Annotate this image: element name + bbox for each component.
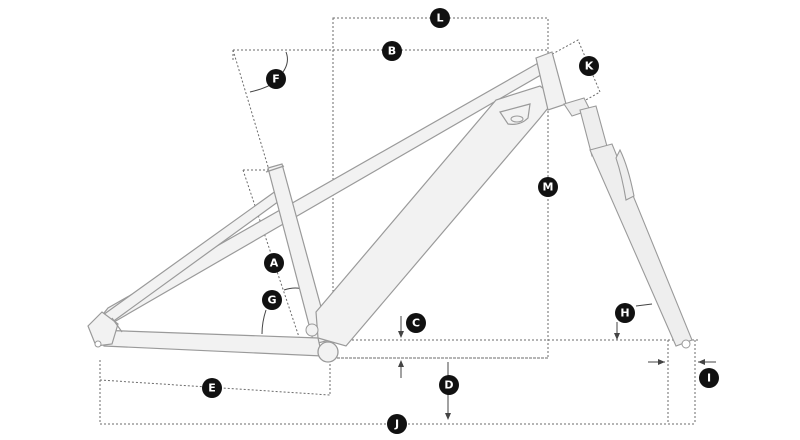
arrow-H-right [635, 303, 653, 307]
svg-text:A: A [270, 257, 279, 270]
svg-text:M: M [543, 181, 554, 194]
bike-frame [87, 51, 567, 363]
label-M: M [538, 177, 558, 197]
label-G: G [262, 290, 282, 310]
dimension-E-line [99, 379, 331, 396]
label-H: H [615, 303, 635, 323]
svg-text:C: C [412, 317, 420, 330]
fork-brace [615, 148, 635, 201]
battery-key-slot [510, 115, 524, 123]
svg-text:K: K [585, 60, 594, 73]
arrow-F-right [282, 51, 288, 73]
svg-text:H: H [620, 307, 629, 320]
svg-text:G: G [267, 294, 276, 307]
svg-text:I: I [707, 372, 711, 385]
svg-text:F: F [272, 73, 280, 86]
arrowhead-H-down [614, 333, 620, 340]
svg-text:E: E [208, 382, 216, 395]
brake-bridge [111, 317, 123, 333]
bottom-bracket [317, 341, 339, 363]
seat-stay [95, 187, 287, 329]
chain-stay [95, 329, 323, 357]
label-J: J [387, 414, 407, 434]
svg-text:B: B [388, 45, 396, 58]
fork-leg [589, 143, 693, 347]
rear-dropout [87, 311, 119, 347]
label-B: B [382, 41, 402, 61]
label-L: L [430, 8, 450, 28]
arrowhead-C-up [398, 360, 404, 367]
label-D: D [439, 375, 459, 395]
label-C: C [406, 313, 426, 333]
rear-axle [94, 340, 102, 348]
arrowhead-C-down [398, 331, 404, 338]
front-fork [563, 97, 693, 349]
label-E: E [202, 378, 222, 398]
front-axle [681, 339, 691, 349]
label-F: F [266, 69, 286, 89]
label-A: A [264, 253, 284, 273]
down-tube-battery-cover [499, 103, 531, 125]
seat-tube-top [265, 165, 285, 173]
svg-text:L: L [436, 12, 443, 25]
arrowhead-I-right [698, 359, 705, 365]
label-I: I [699, 368, 719, 388]
motor-mount [305, 323, 319, 337]
arrowhead-I-left [658, 359, 665, 365]
arrowhead-D-down [445, 413, 451, 420]
arrow-G-left [261, 309, 267, 335]
svg-text:D: D [444, 379, 453, 392]
svg-text:J: J [394, 418, 399, 431]
label-K: K [579, 56, 599, 76]
